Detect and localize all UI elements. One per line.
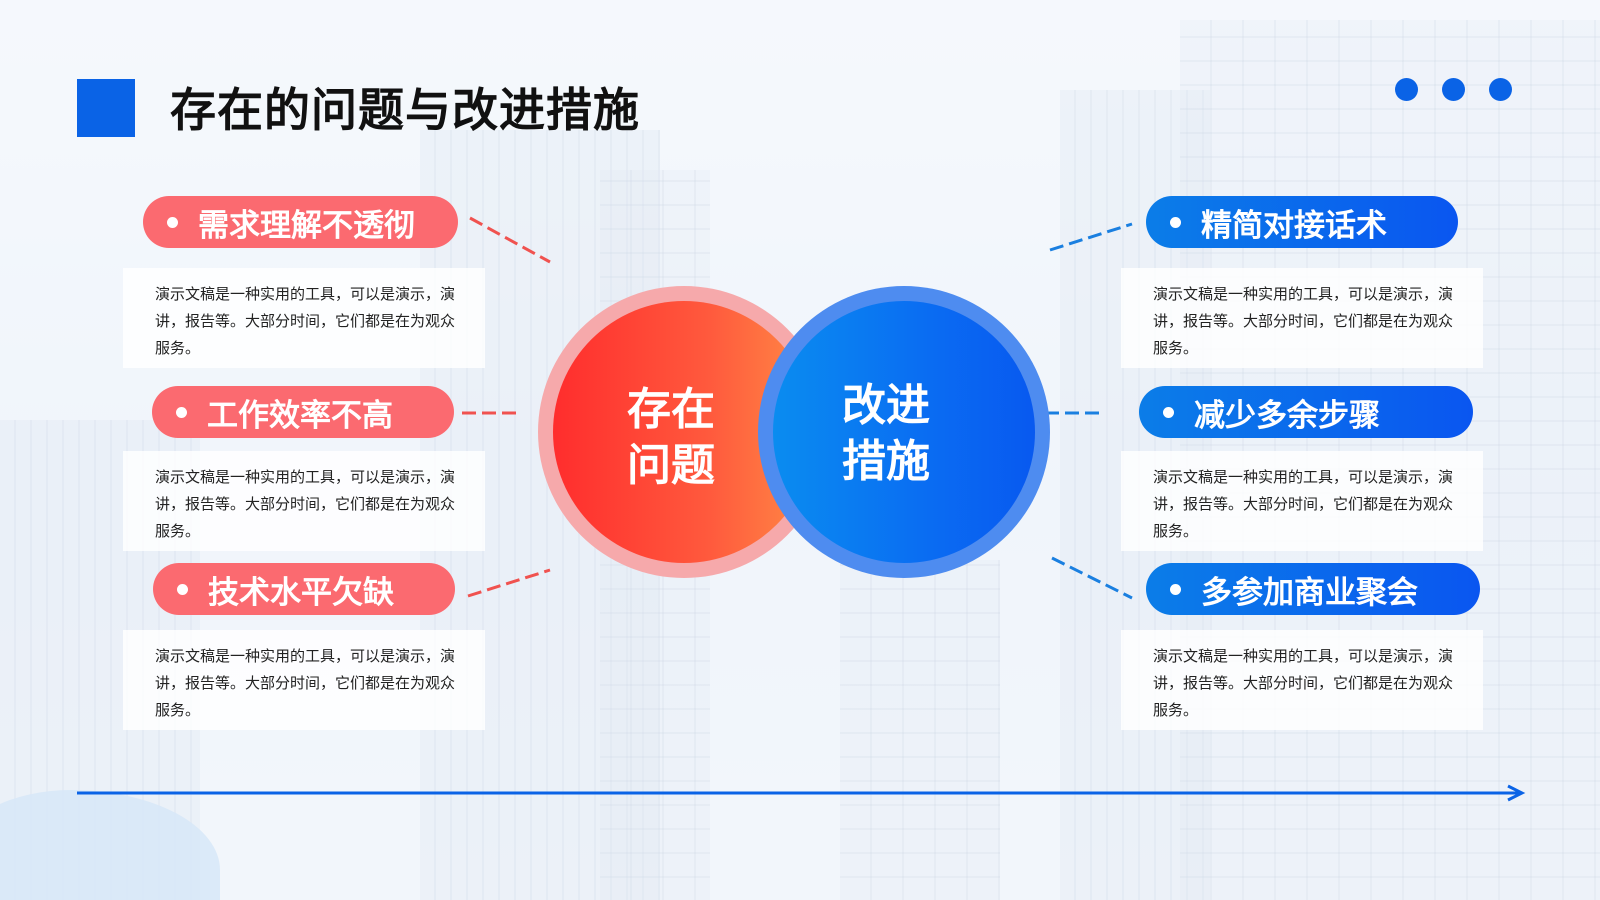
measure-circle — [773, 301, 1035, 563]
measure-desc-3: 演示文稿是一种实用的工具，可以是演示，演讲，报告等。大部分时间，它们都是在为观众… — [1121, 630, 1483, 730]
bullet-icon — [167, 216, 178, 228]
problem-label-2: 工作效率不高 — [207, 397, 393, 434]
connector-measure-3 — [1051, 556, 1133, 600]
bullet-icon — [1170, 216, 1181, 228]
decorative-dots — [1395, 78, 1512, 101]
connector-measure-1 — [1049, 222, 1133, 252]
measure-pill-2: 减少多余步骤 — [1139, 386, 1473, 438]
problem-label-3: 技术水平欠缺 — [208, 574, 394, 611]
connector-problem-1 — [469, 216, 551, 264]
problem-desc-2: 演示文稿是一种实用的工具，可以是演示，演讲，报告等。大部分时间，它们都是在为观众… — [123, 451, 485, 551]
measure-pill-1: 精简对接话术 — [1146, 196, 1458, 248]
problem-pill-2: 工作效率不高 — [152, 386, 454, 438]
measure-label-2: 减少多余步骤 — [1194, 397, 1380, 434]
measure-pill-3: 多参加商业聚会 — [1146, 563, 1480, 615]
bullet-icon — [1163, 406, 1174, 418]
measure-desc-1: 演示文稿是一种实用的工具，可以是演示，演讲，报告等。大部分时间，它们都是在为观众… — [1121, 268, 1483, 368]
measure-circle-label: 改进 措施 — [842, 380, 930, 487]
page-title: 存在的问题与改进措施 — [170, 83, 640, 137]
bullet-icon — [177, 583, 188, 595]
problem-desc-1: 演示文稿是一种实用的工具，可以是演示，演讲，报告等。大部分时间，它们都是在为观众… — [123, 268, 485, 368]
problem-label-1: 需求理解不透彻 — [198, 207, 415, 244]
title-marker — [77, 79, 135, 137]
problem-desc-3: 演示文稿是一种实用的工具，可以是演示，演讲，报告等。大部分时间，它们都是在为观众… — [123, 630, 485, 730]
problem-pill-3: 技术水平欠缺 — [153, 563, 455, 615]
bullet-icon — [1170, 583, 1181, 595]
measure-label-1: 精简对接话术 — [1201, 207, 1387, 244]
connector-problem-3 — [467, 568, 551, 598]
measure-desc-2: 演示文稿是一种实用的工具，可以是演示，演讲，报告等。大部分时间，它们都是在为观众… — [1121, 451, 1483, 551]
problem-circle-label: 存在 问题 — [627, 384, 715, 491]
bullet-icon — [176, 406, 187, 418]
arrow-head-icon — [1507, 784, 1526, 802]
measure-label-3: 多参加商业聚会 — [1201, 574, 1418, 611]
problem-pill-1: 需求理解不透彻 — [143, 196, 458, 248]
